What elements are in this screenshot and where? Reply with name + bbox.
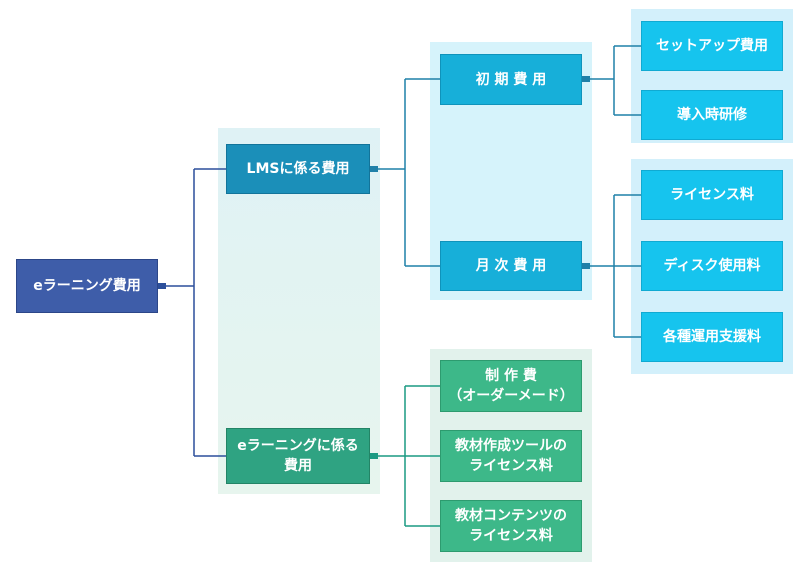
initial-cost-node: 初 期 費 用 <box>440 54 582 105</box>
root-node: eラーニング費用 <box>16 259 158 313</box>
license-fee-node: ライセンス料 <box>641 170 783 220</box>
monthly-cost-node: 月 次 費 用 <box>440 241 582 291</box>
initial-cost-label: 初 期 費 用 <box>475 71 547 88</box>
operations-support-fee-label: 各種運用支援料 <box>663 329 761 345</box>
elearning-cost-label: eラーニングに係る 費用 <box>237 438 359 474</box>
connector-nubs <box>158 76 590 459</box>
disk-usage-fee-node: ディスク使用料 <box>641 241 783 291</box>
content-license-label: 教材コンテンツの ライセンス料 <box>455 508 567 544</box>
license-fee-label: ライセンス料 <box>670 187 754 203</box>
monthly-cost-label: 月 次 費 用 <box>475 258 547 274</box>
lms-cost-node: LMSに係る費用 <box>226 144 370 194</box>
root-label: eラーニング費用 <box>33 278 141 294</box>
elearning-cost-node: eラーニングに係る 費用 <box>226 428 370 484</box>
operations-support-fee-node: 各種運用支援料 <box>641 312 783 362</box>
training-fee-node: 導入時研修 <box>641 90 783 140</box>
content-license-node: 教材コンテンツの ライセンス料 <box>440 500 582 552</box>
disk-usage-fee-label: ディスク使用料 <box>663 258 761 274</box>
training-fee-label: 導入時研修 <box>677 107 747 123</box>
authoring-tool-license-node: 教材作成ツールの ライセンス料 <box>440 430 582 482</box>
lms-cost-label: LMSに係る費用 <box>246 161 350 177</box>
setup-fee-label: セットアップ費用 <box>656 38 768 54</box>
production-cost-label: 制 作 費 （オーダーメード） <box>448 368 574 404</box>
setup-fee-node: セットアップ費用 <box>641 21 783 71</box>
authoring-tool-license-label: 教材作成ツールの ライセンス料 <box>455 438 567 474</box>
production-cost-node: 制 作 費 （オーダーメード） <box>440 360 582 412</box>
